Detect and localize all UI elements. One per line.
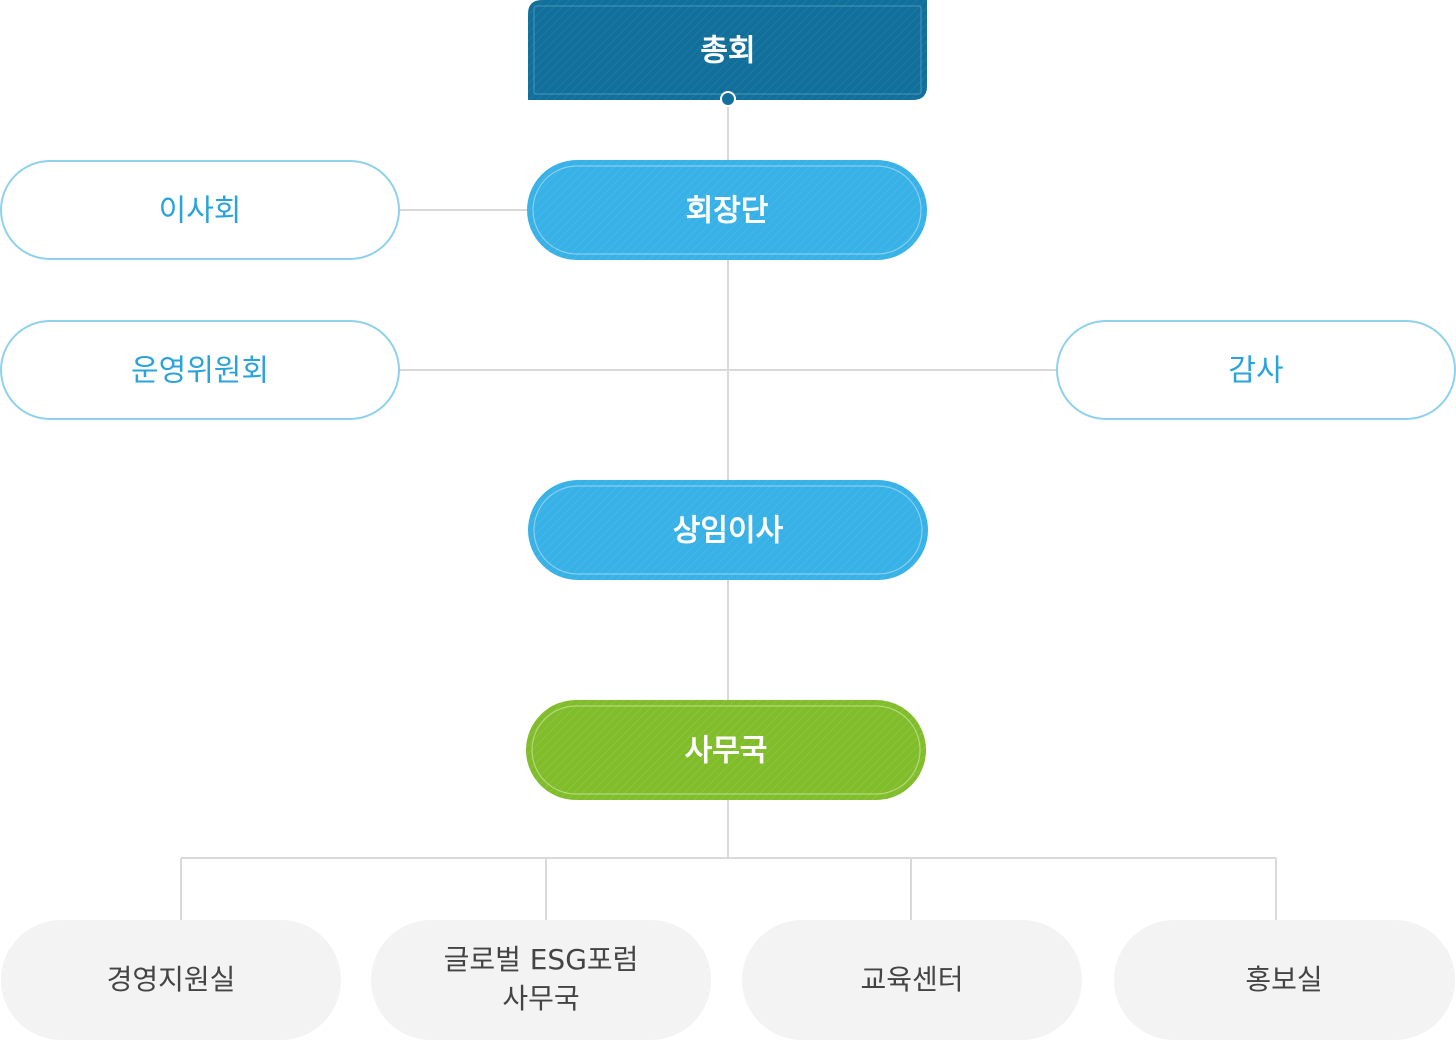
department-node-education-center[interactable]: 교육센터: [742, 920, 1082, 1040]
department-label: 교육센터: [860, 963, 963, 996]
chairman-group-label: 회장단: [686, 194, 769, 229]
standing-director-node[interactable]: 상임이사: [528, 480, 928, 580]
department-node-management-support[interactable]: 경영지원실: [1, 920, 341, 1040]
secretariat-node[interactable]: 사무국: [526, 700, 926, 800]
steering-committee-label: 운영위원회: [131, 354, 269, 389]
department-label: 홍보실: [1245, 963, 1322, 996]
department-node-public-relations[interactable]: 홍보실: [1114, 920, 1455, 1040]
audit-node[interactable]: 감사: [1056, 320, 1456, 420]
department-node-global-esg-forum[interactable]: 글로벌 ESG포럼 사무국: [371, 920, 711, 1040]
board-of-directors-label: 이사회: [159, 194, 242, 229]
chairman-group-node[interactable]: 회장단: [527, 160, 927, 260]
steering-committee-node[interactable]: 운영위원회: [0, 320, 400, 420]
general-assembly-label: 총회: [700, 34, 755, 69]
department-label-line2: 사무국: [502, 982, 579, 1015]
standing-director-label: 상임이사: [673, 514, 784, 549]
department-label-line1: 글로벌 ESG포럼: [444, 943, 639, 976]
department-label: 경영지원실: [107, 963, 236, 996]
audit-label: 감사: [1228, 354, 1283, 389]
secretariat-label: 사무국: [685, 734, 768, 769]
board-of-directors-node[interactable]: 이사회: [0, 160, 400, 260]
connector-lines: [180, 100, 1277, 920]
general-assembly-node[interactable]: 총회: [528, 0, 927, 107]
